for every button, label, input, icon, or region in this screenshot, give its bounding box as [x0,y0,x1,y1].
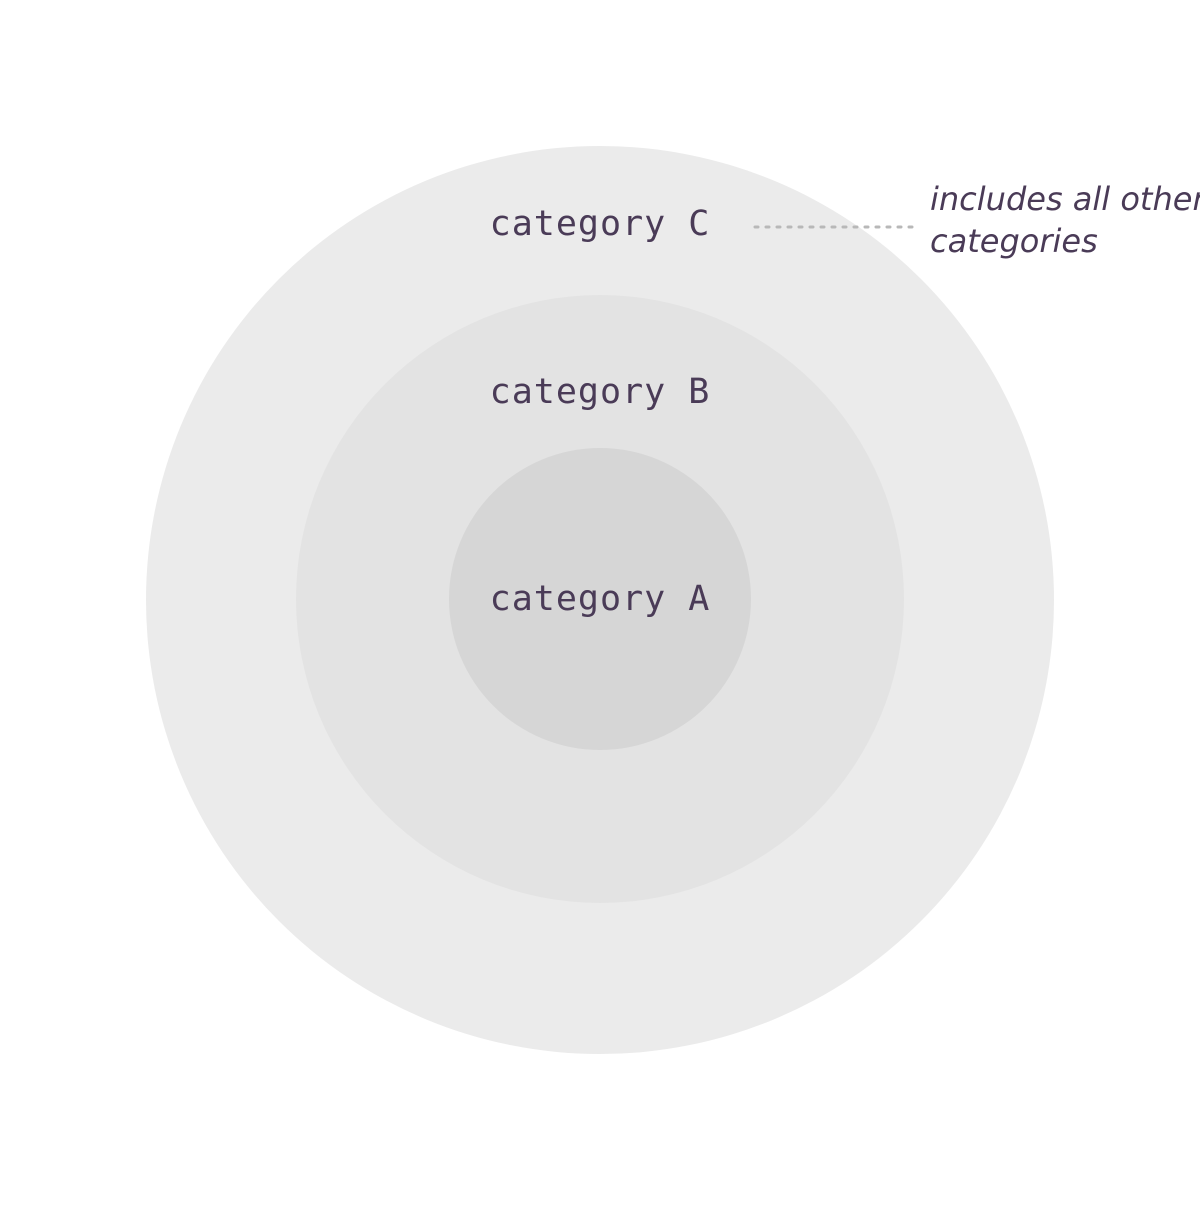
label-category-c: category C [490,204,711,244]
annotation-line-1: includes all other [930,180,1200,218]
label-category-b: category B [490,372,711,412]
ring-category-a [449,448,751,750]
annotation-line-2: categories [930,222,1098,260]
label-category-a: category A [490,579,711,619]
